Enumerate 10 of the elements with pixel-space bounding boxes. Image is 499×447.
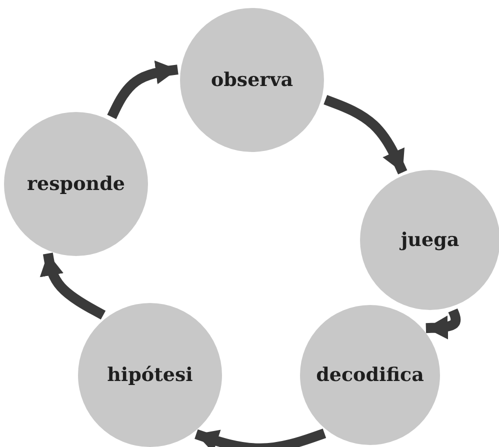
node-label: responde [27,173,125,195]
curved-arrow [40,252,106,320]
node-label: hipótesi [107,364,193,386]
curved-arrow [324,94,408,174]
curved-arrow [426,308,461,340]
curved-arrow [194,428,326,447]
node-label: decodifica [316,364,424,386]
node-label: juega [400,229,460,251]
node-label: observa [210,69,294,91]
curved-arrow [107,60,178,120]
